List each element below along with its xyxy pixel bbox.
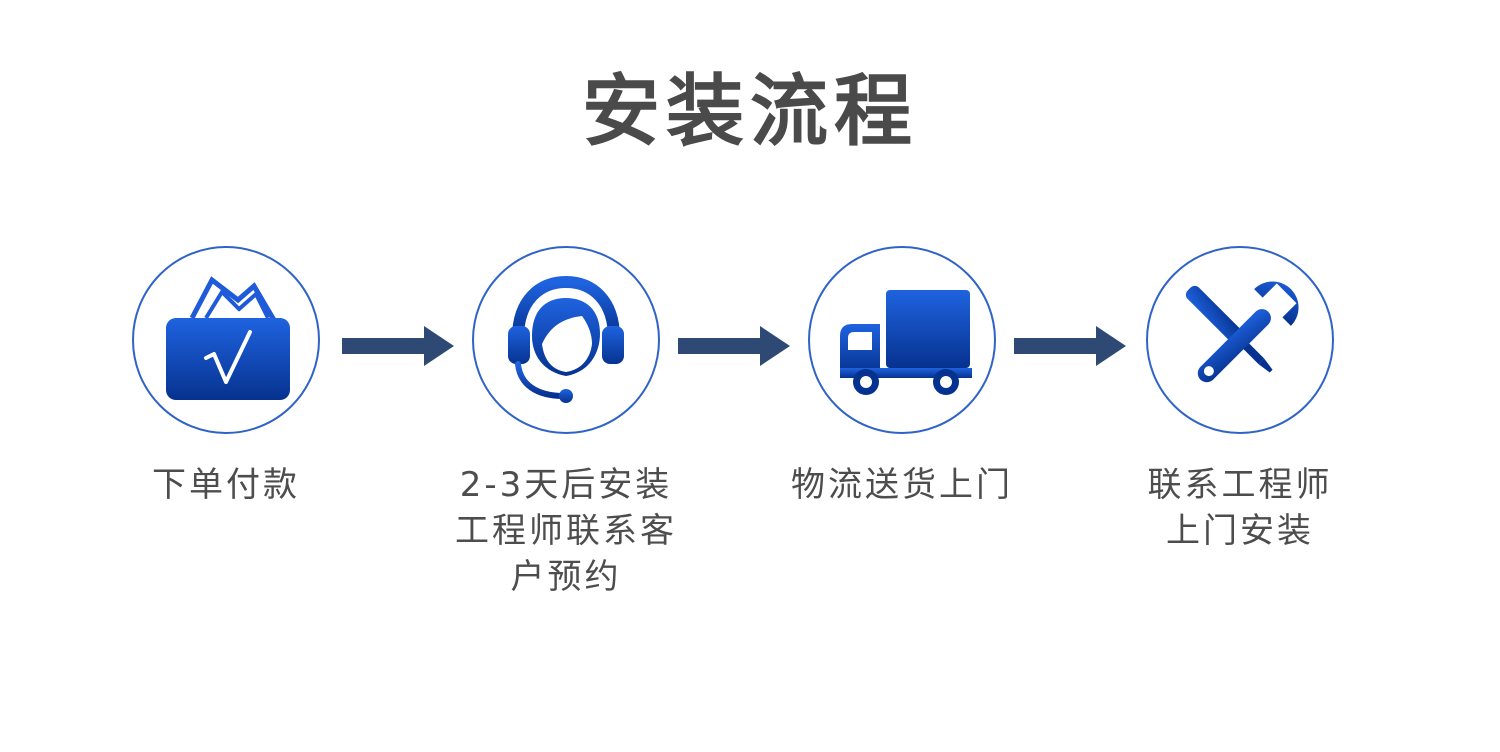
page-title: 安装流程 xyxy=(581,67,918,157)
step-3-label: 物流送货上门 xyxy=(772,462,1032,508)
step-4-circle xyxy=(1146,246,1334,434)
step-3-label-line-1: 物流送货上门 xyxy=(791,465,1013,505)
step-4-label: 联系工程师 上门安装 xyxy=(1110,462,1370,554)
flow-arrow-1 xyxy=(342,326,454,366)
step-2-label-line-1: 2-3天后安装 xyxy=(459,465,673,505)
headset-agent-icon xyxy=(508,275,624,403)
step-1-circle xyxy=(132,246,320,434)
flow-arrow-2 xyxy=(678,326,790,366)
step-2-label-line-3: 户预约 xyxy=(510,557,622,597)
step-1-label: 下单付款 xyxy=(96,462,356,508)
step-2-label-line-2: 工程师联系客 xyxy=(455,511,677,551)
step-2-circle xyxy=(472,246,660,434)
delivery-truck-icon xyxy=(840,290,972,395)
step-4-label-line-1: 联系工程师 xyxy=(1147,465,1333,505)
step-3-circle xyxy=(808,246,996,434)
wallet-check-icon xyxy=(166,276,290,400)
flow-arrow-3 xyxy=(1014,326,1126,366)
step-2-label: 2-3天后安装 工程师联系客 户预约 xyxy=(436,462,696,600)
tools-icon xyxy=(1185,281,1299,383)
step-1-label-line-1: 下单付款 xyxy=(152,465,300,505)
step-4-label-line-2: 上门安装 xyxy=(1166,511,1314,551)
